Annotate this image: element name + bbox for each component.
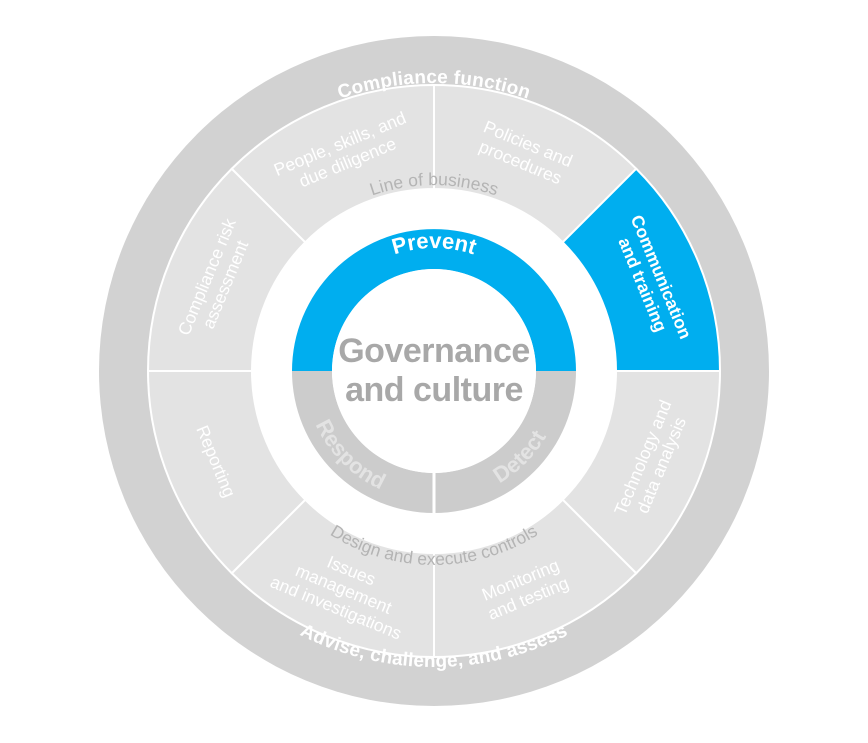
center-title-line1: Governance — [338, 332, 530, 370]
center-title-line2: and culture — [345, 371, 523, 409]
detect-arc — [434, 371, 576, 513]
center-circle — [332, 269, 536, 473]
respond-arc — [292, 371, 434, 513]
prevent-arc — [292, 229, 576, 371]
